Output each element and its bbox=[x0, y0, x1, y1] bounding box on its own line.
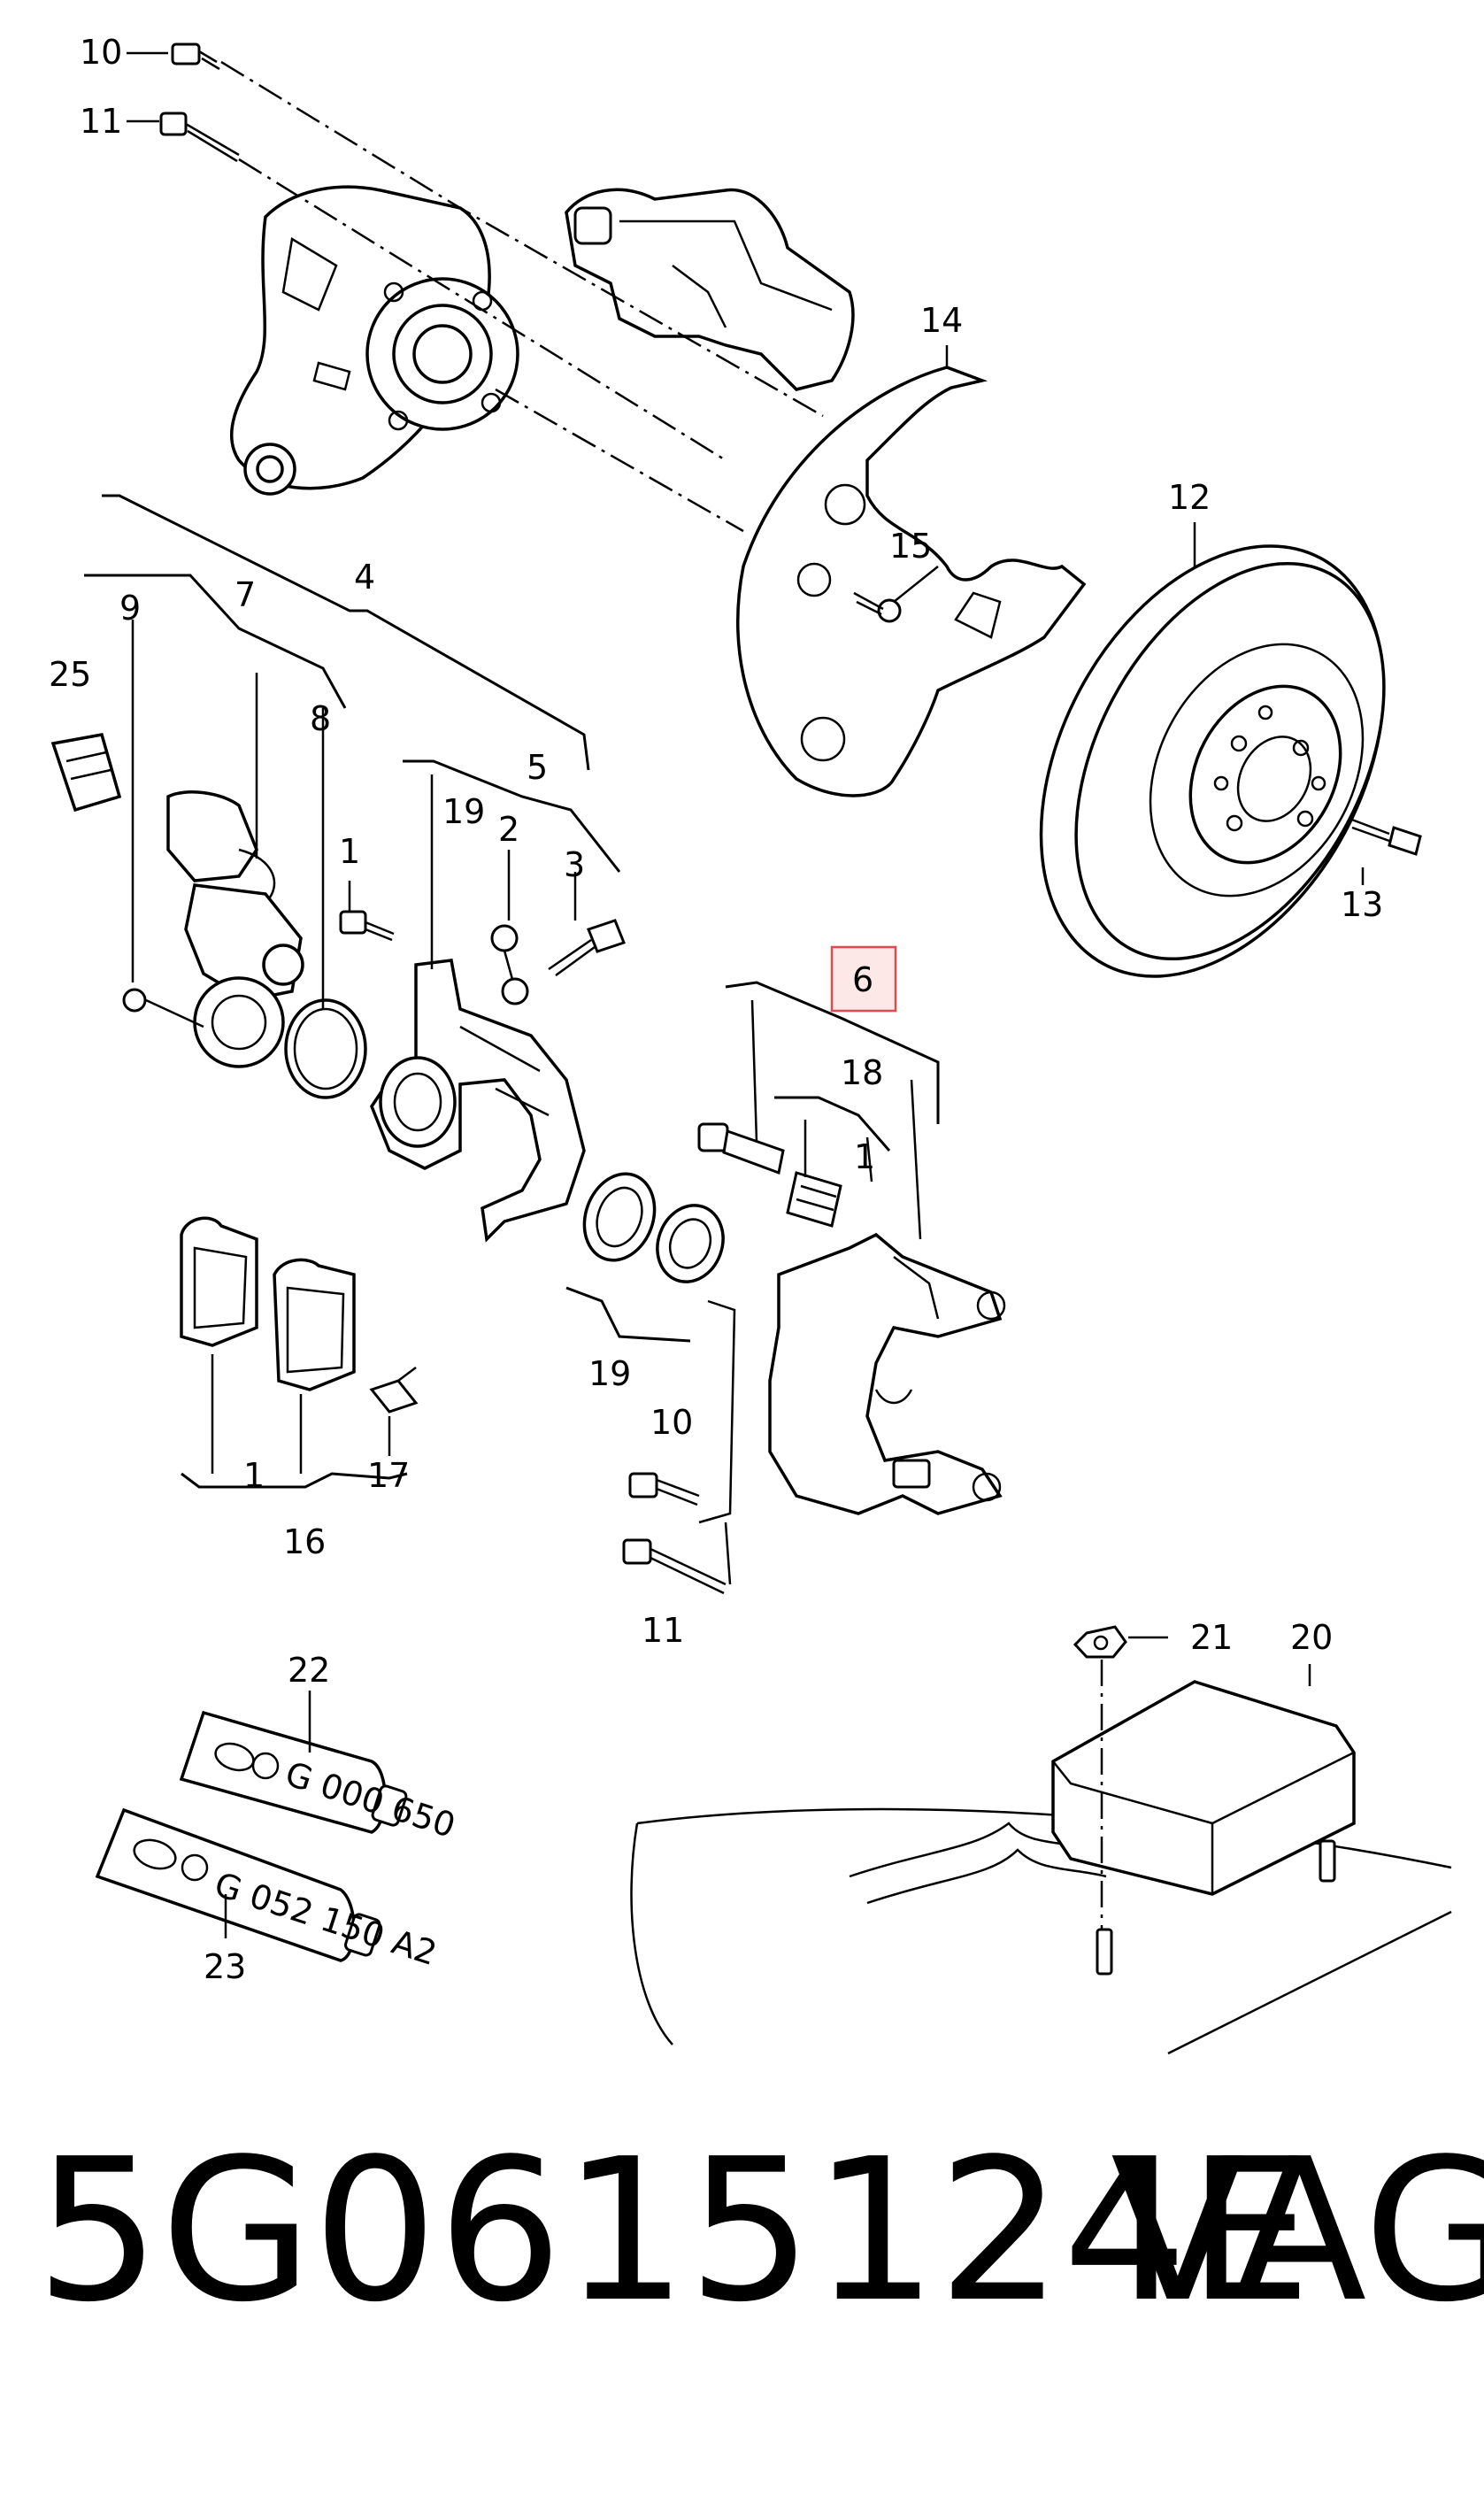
callout-7: 7 bbox=[235, 575, 256, 614]
callout-11-bottom: 11 bbox=[642, 1611, 684, 1650]
callout-17: 17 bbox=[367, 1456, 410, 1495]
callout-5: 5 bbox=[527, 748, 548, 787]
highlight-box-6 bbox=[830, 945, 897, 1013]
axis-line-top bbox=[220, 60, 824, 418]
callout-16: 16 bbox=[283, 1522, 326, 1561]
steering-knuckle bbox=[230, 185, 519, 496]
bolt-11-bottom bbox=[622, 1538, 727, 1595]
callout-19-upper: 19 bbox=[442, 792, 485, 831]
callout-9: 9 bbox=[119, 589, 141, 628]
callout-6: 6 bbox=[852, 960, 873, 999]
callout-2: 2 bbox=[498, 810, 519, 849]
oring-8 bbox=[284, 998, 367, 1099]
callout-3: 3 bbox=[564, 845, 585, 884]
bolt-1-caliper bbox=[339, 910, 395, 942]
caliper-housing bbox=[370, 959, 586, 1243]
brand-caption: VAG bbox=[1111, 2117, 1484, 2346]
control-unit-20 bbox=[1051, 1680, 1356, 1896]
callout-13: 13 bbox=[1341, 885, 1383, 924]
actuator-motor-7 bbox=[166, 790, 304, 1068]
brake-pad-2 bbox=[273, 1258, 356, 1391]
screw-13 bbox=[1349, 817, 1422, 856]
axis-line-2 bbox=[238, 158, 727, 462]
grease-tube-22: G 000 650 bbox=[179, 1710, 460, 1845]
callout-14: 14 bbox=[920, 301, 963, 340]
callout-1-caliper: 1 bbox=[339, 832, 360, 871]
callout-22: 22 bbox=[288, 1651, 330, 1690]
callout-15: 15 bbox=[889, 527, 932, 566]
callout-21: 21 bbox=[1190, 1618, 1233, 1657]
callout-8: 8 bbox=[310, 699, 331, 738]
callout-23: 23 bbox=[204, 1947, 246, 1986]
guide-bolt bbox=[697, 1122, 785, 1175]
callout-20: 20 bbox=[1290, 1618, 1333, 1657]
brake-parts-diagram: G 000 650 G 052 150 A2 bbox=[49, 33, 1452, 2055]
brake-disc bbox=[1039, 544, 1386, 978]
callout-25: 25 bbox=[49, 655, 91, 694]
connector-25 bbox=[50, 732, 122, 813]
brake-pad-1 bbox=[180, 1216, 258, 1347]
callout-12: 12 bbox=[1168, 478, 1211, 517]
spring-boot-18 bbox=[786, 1171, 842, 1228]
callout-10-top: 10 bbox=[80, 33, 122, 72]
screw-15 bbox=[853, 591, 902, 623]
screw-9 bbox=[122, 988, 204, 1028]
brake-carrier-6 bbox=[768, 1232, 1006, 1515]
axis-line-3 bbox=[495, 388, 744, 533]
clip-17 bbox=[369, 1367, 419, 1414]
part-number-caption: 5G0615124E bbox=[35, 2117, 1312, 2346]
bolt-10-bottom bbox=[628, 1472, 700, 1506]
dust-shield bbox=[736, 366, 1087, 797]
seal-19 bbox=[582, 1172, 725, 1283]
callout-11-top: 11 bbox=[80, 102, 122, 141]
callout-1-carrier: 1 bbox=[854, 1137, 875, 1176]
leader-lines bbox=[84, 51, 1365, 1938]
nut-21 bbox=[1073, 1625, 1127, 1659]
bolt-10-top bbox=[171, 42, 220, 71]
callout-1-pads: 1 bbox=[243, 1456, 265, 1495]
bleed-screw-3 bbox=[548, 919, 626, 977]
grease-tube-23: G 052 150 A2 bbox=[95, 1807, 442, 1973]
caliper-assembly-top bbox=[565, 188, 855, 391]
bleed-cap-2 bbox=[490, 924, 529, 1005]
callout-labels: 10 11 14 12 15 13 4 9 7 25 8 5 19 2 3 1 … bbox=[49, 33, 1383, 1986]
bolt-11-top bbox=[159, 112, 240, 163]
callout-19-lower: 19 bbox=[588, 1354, 631, 1393]
callout-4: 4 bbox=[354, 558, 375, 597]
callout-18: 18 bbox=[841, 1053, 883, 1092]
stud-bolts bbox=[1096, 1839, 1336, 1976]
callout-10-bottom: 10 bbox=[650, 1403, 693, 1442]
